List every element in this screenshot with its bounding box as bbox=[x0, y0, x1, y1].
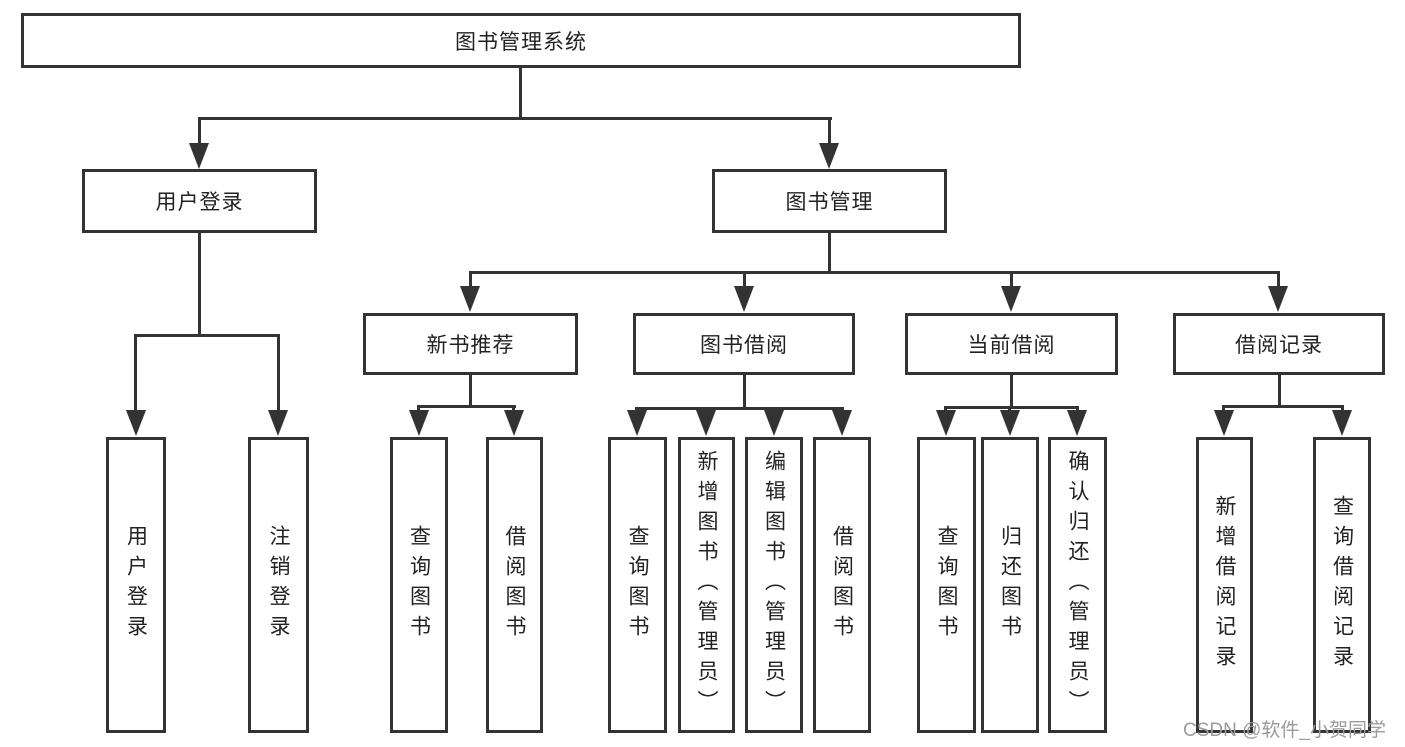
connector-br-fork bbox=[1222, 405, 1344, 408]
leaf-rec-borrow-books: 借阅图书 bbox=[486, 437, 543, 733]
connector-rec-fork bbox=[417, 405, 516, 408]
arrow-down-icon bbox=[1268, 286, 1288, 312]
connector-drop-section bbox=[1277, 271, 1280, 291]
node-new-book-recommend: 新书推荐 bbox=[363, 313, 578, 375]
leaf-br-query-record: 查询借阅记录 bbox=[1313, 437, 1371, 733]
leaf-rec-query-books: 查询图书 bbox=[390, 437, 448, 733]
node-user-login-label: 用户登录 bbox=[155, 191, 244, 214]
connector-user-login-stem bbox=[198, 233, 201, 336]
arrow-down-icon bbox=[936, 410, 956, 436]
arrow-down-icon bbox=[832, 410, 852, 436]
node-library-system: 图书管理系统 bbox=[21, 13, 1021, 68]
connector-bb-stem bbox=[743, 375, 746, 410]
node-book-management: 图书管理 bbox=[712, 169, 947, 233]
arrow-down-icon bbox=[409, 410, 429, 436]
node-borrowing-records: 借阅记录 bbox=[1173, 313, 1385, 375]
node-new-book-recommend-label: 新书推荐 bbox=[426, 334, 515, 357]
arrow-down-icon bbox=[627, 410, 647, 436]
leaf-cb-return-books: 归还图书 bbox=[981, 437, 1039, 733]
connector-drop-section bbox=[469, 271, 472, 291]
node-library-system-label: 图书管理系统 bbox=[455, 30, 587, 54]
arrow-down-icon bbox=[460, 286, 480, 312]
leaf-cb-confirm-return-admin: 确认归还（管理员） bbox=[1048, 437, 1107, 733]
leaf-bb-borrow-books: 借阅图书 bbox=[813, 437, 871, 733]
connector-book-mgmt-fork bbox=[469, 271, 1280, 274]
connector-user-login-fork bbox=[134, 334, 280, 337]
leaf-rec-query-books-label: 查询图书 bbox=[407, 525, 431, 645]
leaf-bb-borrow-books-label: 借阅图书 bbox=[830, 525, 854, 645]
leaf-br-add-record: 新增借阅记录 bbox=[1196, 437, 1253, 733]
arrow-down-icon bbox=[1067, 410, 1087, 436]
connector-drop-section bbox=[1010, 271, 1013, 291]
node-book-borrowing: 图书借阅 bbox=[633, 313, 855, 375]
leaf-bb-edit-books-admin-label: 编辑图书（管理员） bbox=[762, 450, 786, 720]
node-book-borrowing-label: 图书借阅 bbox=[700, 334, 788, 357]
connector-book-mgmt-stem bbox=[828, 233, 831, 274]
node-book-management-label: 图书管理 bbox=[785, 191, 874, 214]
arrow-down-icon bbox=[734, 286, 754, 312]
connector-drop-leaf bbox=[277, 334, 280, 414]
leaf-bb-edit-books-admin: 编辑图书（管理员） bbox=[745, 437, 803, 733]
connector-root-stem bbox=[519, 68, 522, 120]
node-user-login: 用户登录 bbox=[82, 169, 317, 233]
leaf-br-add-record-label: 新增借阅记录 bbox=[1213, 495, 1236, 675]
node-current-borrowing: 当前借阅 bbox=[905, 313, 1118, 375]
arrow-down-icon bbox=[696, 410, 716, 436]
leaf-user-login-label: 用户登录 bbox=[124, 525, 148, 645]
leaf-rec-borrow-books-label: 借阅图书 bbox=[503, 525, 526, 645]
connector-drop-book-mgmt bbox=[828, 117, 831, 147]
arrow-down-icon bbox=[1332, 410, 1352, 436]
arrow-down-icon bbox=[1214, 410, 1234, 436]
connector-cb-stem bbox=[1010, 375, 1013, 409]
node-borrowing-records-label: 借阅记录 bbox=[1235, 334, 1323, 357]
arrow-down-icon bbox=[1001, 286, 1021, 312]
leaf-bb-query-books: 查询图书 bbox=[608, 437, 667, 733]
leaf-bb-add-books-admin: 新增图书（管理员） bbox=[678, 437, 735, 733]
leaf-cb-confirm-return-admin-label: 确认归还（管理员） bbox=[1066, 450, 1089, 720]
arrow-down-icon bbox=[819, 143, 839, 169]
connector-drop-user-login bbox=[198, 117, 201, 147]
leaf-user-login: 用户登录 bbox=[106, 437, 166, 733]
connector-rec-stem bbox=[469, 375, 472, 408]
csdn-watermark: CSDN @软件_小贺同学 bbox=[1183, 720, 1386, 741]
arrow-down-icon bbox=[504, 410, 524, 436]
leaf-cb-return-books-label: 归还图书 bbox=[998, 525, 1022, 645]
leaf-cb-query-books-label: 查询图书 bbox=[935, 525, 958, 645]
leaf-logout: 注销登录 bbox=[248, 437, 309, 733]
arrow-down-icon bbox=[764, 410, 784, 436]
leaf-cb-query-books: 查询图书 bbox=[917, 437, 976, 733]
leaf-bb-query-books-label: 查询图书 bbox=[626, 525, 649, 645]
leaf-logout-label: 注销登录 bbox=[267, 525, 290, 645]
connector-bb-fork bbox=[635, 407, 844, 410]
arrow-down-icon bbox=[1000, 410, 1020, 436]
arrow-down-icon bbox=[189, 143, 209, 169]
connector-drop-section bbox=[743, 271, 746, 291]
leaf-bb-add-books-admin-label: 新增图书（管理员） bbox=[695, 450, 718, 720]
connector-drop-leaf bbox=[134, 334, 137, 414]
arrow-down-icon bbox=[268, 410, 288, 436]
connector-br-stem bbox=[1278, 375, 1281, 408]
connector-cb-fork bbox=[944, 406, 1079, 409]
connector-root-fork bbox=[198, 117, 832, 120]
leaf-br-query-record-label: 查询借阅记录 bbox=[1330, 495, 1354, 675]
arrow-down-icon bbox=[126, 410, 146, 436]
node-current-borrowing-label: 当前借阅 bbox=[967, 334, 1056, 357]
